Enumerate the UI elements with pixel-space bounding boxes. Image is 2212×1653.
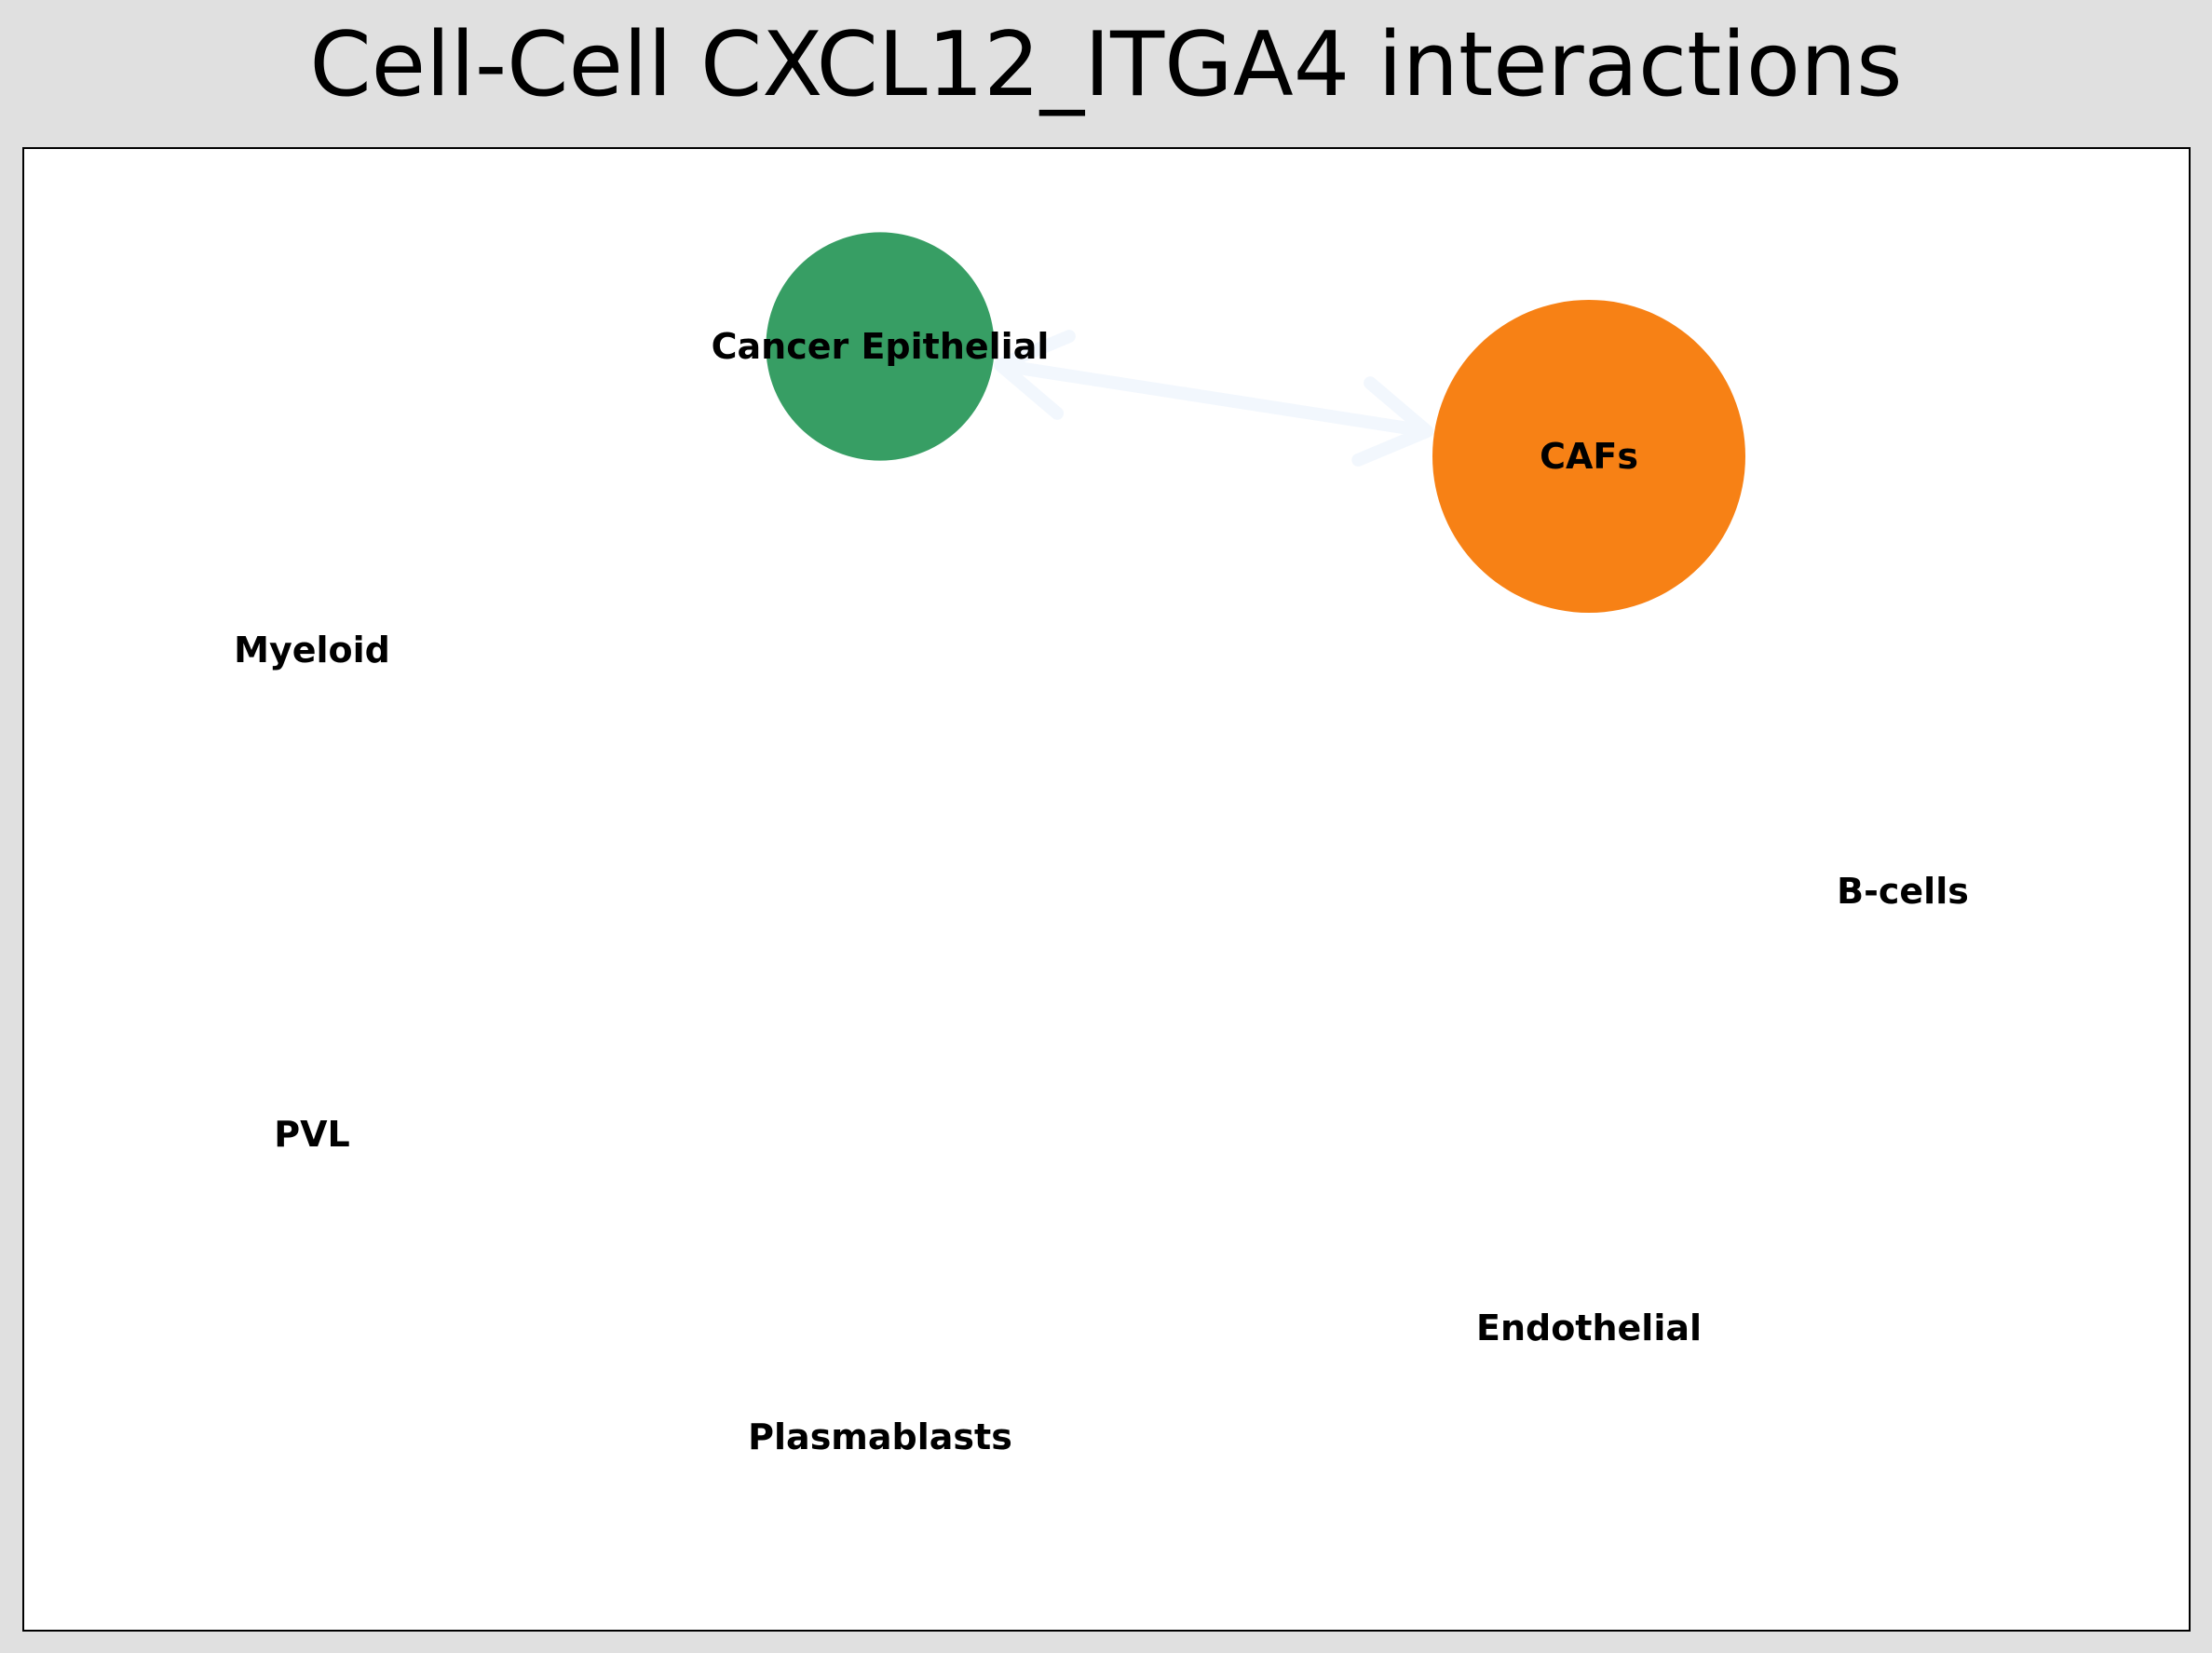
node-label-cafs: CAFs: [1540, 436, 1638, 477]
node-label-plasmablasts: Plasmablasts: [748, 1416, 1012, 1457]
edge-cancer-epithelial-cafs: [994, 330, 1434, 467]
arrowhead-cancer-epithelial: [994, 330, 1076, 420]
node-cancer-epithelial: [766, 232, 995, 461]
chart-title: Cell-Cell CXCL12_ITGA4 interactions: [309, 14, 1903, 116]
edges-layer: [994, 330, 1434, 467]
node-label-pvl: PVL: [274, 1114, 349, 1155]
node-label-endothelial: Endothelial: [1476, 1307, 1702, 1348]
node-label-cancer-epithelial: Cancer Epithelial: [712, 326, 1050, 367]
node-label-b-cells: B-cells: [1837, 871, 1969, 912]
node-label-myeloid: Myeloid: [234, 630, 390, 671]
nodes-layer: [766, 232, 1745, 613]
node-cafs: [1432, 300, 1745, 613]
arrowhead-cafs: [1351, 376, 1434, 467]
